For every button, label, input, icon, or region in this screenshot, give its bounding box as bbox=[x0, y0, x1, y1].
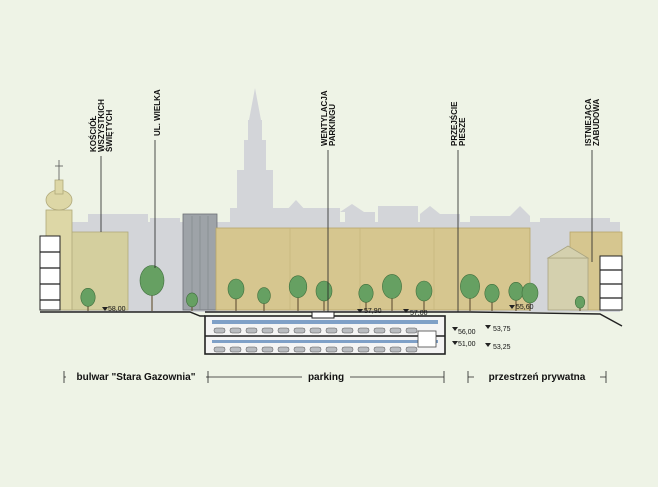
label-church: KOŚCIÓŁ WSZYSTKICH ŚWIĘTYCH bbox=[89, 99, 114, 152]
parked-car-icon bbox=[341, 327, 354, 334]
zone-boulevard: bulwar "Stara Gazownia" bbox=[63, 370, 209, 383]
parked-car-icon bbox=[357, 346, 370, 353]
parked-car-icon bbox=[213, 346, 226, 353]
parked-cars bbox=[213, 327, 418, 353]
church-building bbox=[39, 160, 129, 311]
parked-car-icon bbox=[325, 346, 338, 353]
tree-crown bbox=[315, 280, 333, 302]
elevation-58: 58,00 bbox=[108, 306, 126, 313]
parked-car-icon bbox=[325, 327, 338, 334]
elevation-triangle-icon bbox=[485, 343, 491, 347]
tree-crown bbox=[521, 282, 539, 304]
label-street: UL. WIELKA bbox=[153, 89, 162, 136]
elevation-51-00: 51,00 bbox=[458, 341, 476, 348]
tree-crown bbox=[508, 281, 524, 301]
label-church-line2: WSZYSTKICH bbox=[97, 99, 106, 152]
elevation-triangle-icon bbox=[452, 327, 458, 331]
elevation-triangle-icon bbox=[403, 309, 409, 313]
parked-car-icon bbox=[405, 327, 418, 334]
elevation-triangle-icon bbox=[357, 309, 363, 313]
label-ventilation-line1: WENTYLACJA bbox=[320, 90, 329, 146]
elevation-53-75: 53,75 bbox=[493, 326, 511, 333]
parked-car-icon bbox=[293, 346, 306, 353]
parked-car-icon bbox=[277, 327, 290, 334]
tree-crown bbox=[484, 283, 500, 303]
parked-car-icon bbox=[373, 346, 386, 353]
parked-car-icon bbox=[229, 327, 242, 334]
label-existing-line2: ZABUDOWA bbox=[592, 99, 601, 146]
elevation-triangle-icon bbox=[485, 325, 491, 329]
parked-car-icon bbox=[309, 327, 322, 334]
tree-crown bbox=[358, 283, 374, 303]
label-ventilation-line2: PARKINGU bbox=[328, 104, 337, 146]
label-crossing-line2: PIESZE bbox=[458, 117, 467, 146]
elevation-55-60: 55,60 bbox=[516, 304, 534, 311]
parked-car-icon bbox=[293, 327, 306, 334]
parked-car-icon bbox=[373, 327, 386, 334]
elevation-triangle-icon bbox=[452, 341, 458, 345]
label-existing-line1: ISTNIEJĄCA bbox=[584, 98, 593, 146]
elevation-57-00: 57,00 bbox=[410, 310, 428, 317]
parked-car-icon bbox=[277, 346, 290, 353]
elevation-53-25: 53,25 bbox=[493, 344, 511, 351]
parked-car-icon bbox=[389, 346, 402, 353]
zone-private: przestrzeń prywatna bbox=[467, 370, 607, 383]
elevation-56-00: 56,00 bbox=[458, 329, 476, 336]
parked-car-icon bbox=[261, 327, 274, 334]
elevation-57-90: 57,90 bbox=[364, 308, 382, 315]
label-church-line1: KOŚCIÓŁ bbox=[89, 115, 98, 152]
tree-crown bbox=[460, 274, 480, 299]
parked-car-icon bbox=[213, 327, 226, 334]
label-church-line3: ŚWIĘTYCH bbox=[105, 110, 114, 152]
underground-parking bbox=[204, 311, 446, 355]
label-street-text: UL. WIELKA bbox=[153, 89, 162, 136]
parked-car-icon bbox=[229, 346, 242, 353]
label-existing: ISTNIEJĄCA ZABUDOWA bbox=[584, 98, 601, 146]
elevation-triangle-icon bbox=[509, 305, 515, 309]
tree-crown bbox=[574, 295, 586, 309]
elevation-triangle-icon bbox=[102, 307, 108, 311]
parked-car-icon bbox=[357, 327, 370, 334]
label-crossing-line1: PRZEJŚCIE bbox=[450, 101, 459, 146]
parked-car-icon bbox=[389, 327, 402, 334]
tree-crown bbox=[382, 274, 402, 299]
parked-car-icon bbox=[245, 327, 258, 334]
label-ventilation: WENTYLACJA PARKINGU bbox=[320, 90, 337, 146]
tree-row bbox=[80, 265, 586, 311]
parked-car-icon bbox=[405, 346, 418, 353]
zone-private-label: przestrzeń prywatna bbox=[489, 372, 586, 383]
tree-crown bbox=[415, 280, 433, 302]
tree-crown bbox=[257, 287, 271, 304]
tree-crown bbox=[80, 287, 96, 307]
tree-crown bbox=[186, 292, 198, 308]
elevation-markers: 58,00 57,90 57,00 55,60 56,00 51,00 53,7… bbox=[102, 304, 534, 351]
zone-parking-label: parking bbox=[308, 372, 344, 383]
parked-car-icon bbox=[309, 346, 322, 353]
parked-car-icon bbox=[261, 346, 274, 353]
tree-crown bbox=[227, 278, 245, 300]
leader-lines bbox=[100, 140, 593, 312]
zone-boulevard-label: bulwar "Stara Gazownia" bbox=[77, 372, 196, 383]
tree-crown bbox=[288, 275, 308, 299]
label-crossing: PRZEJŚCIE PIESZE bbox=[450, 101, 467, 146]
parked-car-icon bbox=[245, 346, 258, 353]
parked-car-icon bbox=[341, 346, 354, 353]
tree-crown bbox=[139, 265, 165, 296]
zone-parking: parking bbox=[208, 370, 445, 383]
